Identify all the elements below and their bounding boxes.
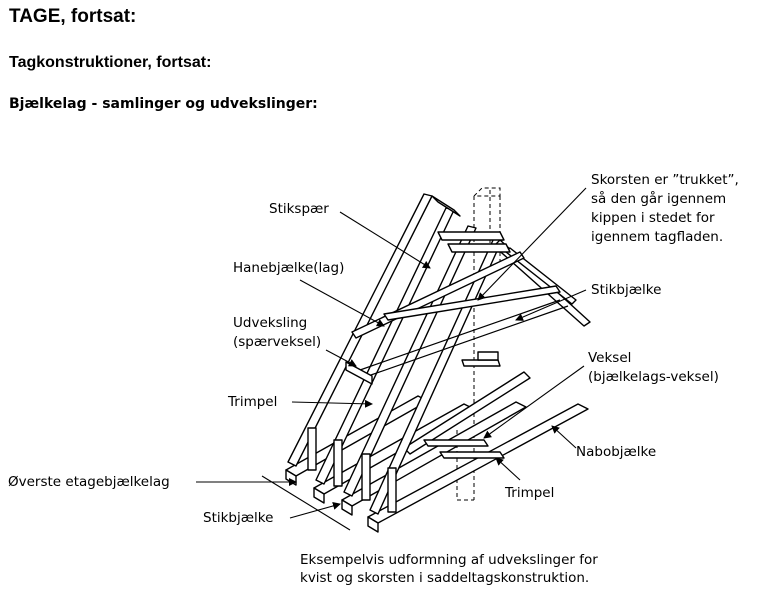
leader-lines (196, 187, 587, 531)
label-trimpel-left: Trimpel (227, 394, 277, 410)
label-skorsten-line2: så den går igennem (591, 190, 726, 207)
label-bjaelkelags-veksel: (bjælkelags-veksel) (588, 369, 719, 385)
caption-line1: Eksempelvis udformning af udvekslinger f… (300, 552, 598, 568)
label-skorsten-line1: Skorsten er ”trukket”, (591, 172, 739, 188)
label-skorsten-line3: kippen i stedet for (591, 210, 715, 226)
page-subtitle: Tagkonstruktioner, fortsat: (9, 54, 212, 71)
label-overste-etagebjaelkelag: Øverste etagebjælkelag (8, 474, 170, 490)
label-skorsten-line4: igennem tagfladen. (591, 229, 723, 245)
rafter-trimmers (345, 231, 511, 385)
label-nabobjaelke: Nabobjælke (576, 444, 656, 460)
label-udveksling: Udveksling (233, 315, 307, 331)
trimpel-posts (307, 427, 397, 513)
label-veksel: Veksel (588, 350, 631, 366)
page-title: TAGE, fortsat: (9, 6, 137, 27)
caption-line2: kvist og skorsten i saddeltagskonstrukti… (300, 570, 589, 586)
label-trimpel-right: Trimpel (504, 485, 554, 501)
label-hanebjaelke: Hanebjælke(lag) (233, 260, 344, 276)
label-spaerveksel: (spærveksel) (233, 334, 321, 350)
label-stikbjaelke-right: Stikbjælke (591, 282, 661, 298)
collar-beams (351, 251, 569, 377)
diagram-labels: Stikspær Hanebjælke(lag) Udveksling (spæ… (8, 172, 739, 586)
label-stikbjaelke-bottom: Stikbjælke (203, 510, 273, 526)
label-stikspaer: Stikspær (269, 201, 329, 217)
floor-trimmers (423, 359, 505, 459)
section-heading: Bjælkelag - samlinger og udvekslinger: (9, 96, 318, 112)
joist-5 (403, 371, 531, 455)
